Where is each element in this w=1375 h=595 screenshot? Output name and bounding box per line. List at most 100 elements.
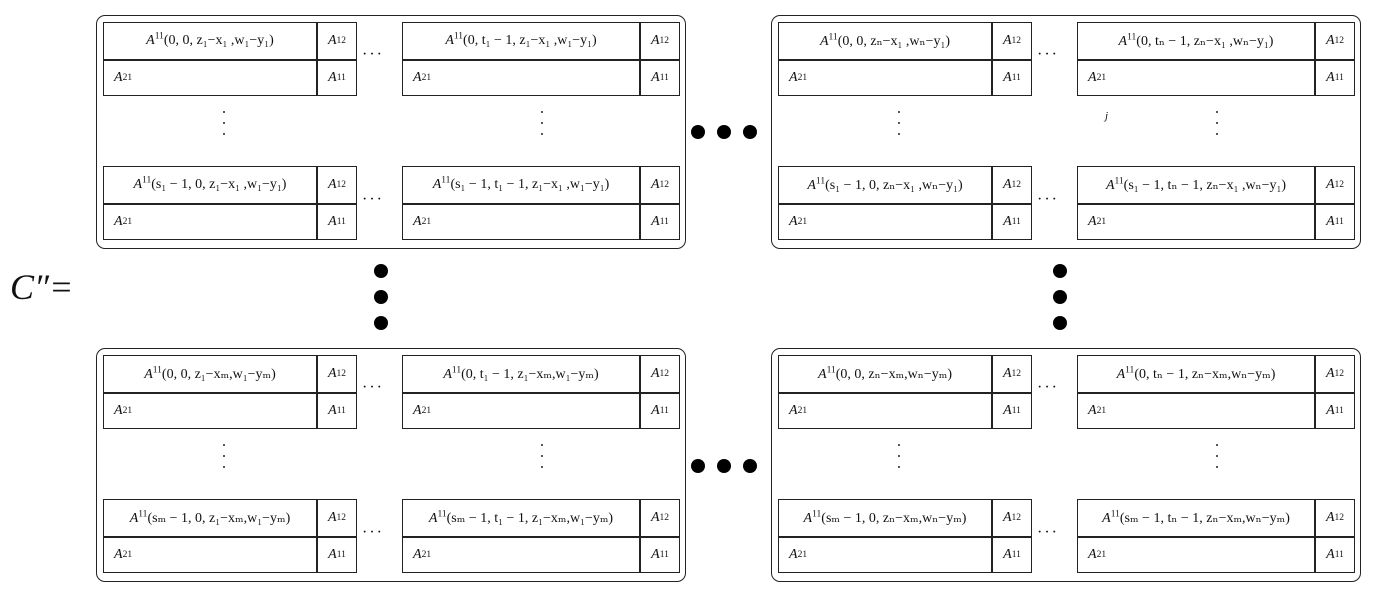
block-bottom-right-vdots-right-dot [1216,444,1218,446]
block-bottom-left-r1c0-a11-args: (sₘ − 1, 0, z₁−xₘ,w₁−yₘ) [147,510,291,526]
block-bottom-left-vdots-left-dot [223,466,225,468]
block-bottom-left-vdots-left [223,444,225,468]
block-bottom-left-hdots-top: ··· [362,379,384,396]
big-hdot-4 [717,459,731,473]
matrix-name: C″= [10,267,74,307]
block-bottom-left-r1c1-a11-term: A11(sₘ − 1, t₁ − 1, z₁−xₘ,w₁−yₘ) [428,508,614,526]
block-top-left-vdots-left-dot [223,133,225,135]
block-bottom-left-r0c1-a11-cell: A11(0, t₁ − 1, z₁−xₘ,w₁−yₘ) [402,355,640,393]
block-top-left-r0c1-a11-cell: A11(0, t₁ − 1, z₁−x₁ ,w₁−y₁) [402,22,640,60]
block-bottom-left-vdots-right-dot [541,455,543,457]
block-bottom-left-vdots-right-dot [541,444,543,446]
block-bottom-right-r0c1-a11-term: A11(0, tₙ − 1, zₙ−xₘ,wₙ−yₘ) [1116,364,1276,382]
block-top-left-r1c0-a11-args: (s₁ − 1, 0, z₁−x₁ ,w₁−y₁) [151,177,287,192]
block-top-left-r1c1-a11-args: (s₁ − 1, t₁ − 1, z₁−x₁ ,w₁−y₁) [450,177,610,192]
big-hdot-0 [691,125,705,139]
block-top-right-r0c0-a11-args: (0, 0, zₙ−x₁ ,wₙ−y₁) [837,33,951,49]
block-bottom-right-r1c0-a11-cell: A11(sₘ − 1, 0, zₙ−xₘ,wₙ−yₘ) [778,499,992,537]
block-bottom-right-vdots-right-dot [1216,455,1218,457]
block-bottom-right-r0c0-a11-cell: A11(0, 0, zₙ−xₘ,wₙ−yₘ) [778,355,992,393]
block-bottom-right-frame [771,348,1361,582]
block-bottom-left-r0c0-a11-args: (0, 0, z₁−xₘ,w₁−yₘ) [161,366,276,382]
big-hdot-3 [691,459,705,473]
block-top-left-hdots-top: ··· [362,46,384,63]
block-bottom-right-r0c1-a11-cell: A11(0, tₙ − 1, zₙ−xₘ,wₙ−yₘ) [1077,355,1315,393]
block-bottom-right-r1c0-a11-args: (sₘ − 1, 0, zₙ−xₘ,wₙ−yₘ) [821,510,967,526]
block-bottom-right-r1c1-a11-args: (sₘ − 1, tₙ − 1, zₙ−xₘ,wₙ−yₘ) [1119,510,1290,526]
block-top-left-r1c1-a11-term: A11(s₁ − 1, t₁ − 1, z₁−x₁ ,w₁−y₁) [432,175,610,192]
block-bottom-left-r1c1-a11-args: (sₘ − 1, t₁ − 1, z₁−xₘ,w₁−yₘ) [446,510,614,526]
block-top-right-vdots-left-dot [898,133,900,135]
block-bottom-right-vdots-left-dot [898,444,900,446]
block-top-right-r1c0-a11-cell: A11(s₁ − 1, 0, zₙ−x₁ ,wₙ−y₁) [778,166,992,204]
block-bottom-left-vdots-left-dot [223,455,225,457]
block-bottom-right-r0c0-a11-term: A11(0, 0, zₙ−xₘ,wₙ−yₘ) [818,364,952,382]
big-hdot-5 [743,459,757,473]
block-bottom-left-r0c1-a11-args: (0, t₁ − 1, z₁−xₘ,w₁−yₘ) [461,366,599,382]
block-top-left-hdots-bottom: ··· [362,191,384,208]
block-bottom-right-vdots-left-dot [898,466,900,468]
block-top-right-r0c1-a11-term: A11(0, tₙ − 1, zₙ−x₁ ,wₙ−y₁) [1118,31,1274,49]
block-top-right-vdots-right [1216,111,1218,135]
big-vdot-0 [374,264,388,278]
big-vdot-1 [374,290,388,304]
block-bottom-right-r1c1-a11-term: A11(sₘ − 1, tₙ − 1, zₙ−xₘ,wₙ−yₘ) [1102,508,1290,526]
big-vdot-4 [1053,290,1067,304]
block-top-right-r1c0-a11-args: (s₁ − 1, 0, zₙ−x₁ ,wₙ−y₁) [825,177,963,193]
block-bottom-right-vdots-right [1216,444,1218,468]
block-bottom-right-vdots-left [898,444,900,468]
block-bottom-left-hdots-bottom: ··· [362,524,384,541]
block-top-right-r0c1-a11-cell: A11(0, tₙ − 1, zₙ−x₁ ,wₙ−y₁) [1077,22,1315,60]
block-top-left-r0c1-a11-args: (0, t₁ − 1, z₁−x₁ ,w₁−y₁) [463,33,597,48]
block-bottom-right-vdots-right-dot [1216,466,1218,468]
block-bottom-right-r0c0-a11-args: (0, 0, zₙ−xₘ,wₙ−yₘ) [835,366,952,382]
block-top-right-hdots-bottom: ··· [1037,191,1059,208]
stray-label: j [1105,110,1109,122]
big-vdot-5 [1053,316,1067,330]
block-bottom-right-hdots-top: ··· [1037,379,1059,396]
block-top-right-vdots-right-dot [1216,111,1218,113]
block-bottom-left-r0c0-a11-term: A11(0, 0, z₁−xₘ,w₁−yₘ) [144,364,276,382]
block-top-right-vdots-right-dot [1216,122,1218,124]
block-top-right-r0c1-a11-args: (0, tₙ − 1, zₙ−x₁ ,wₙ−y₁) [1136,33,1274,49]
block-top-left-vdots-right-dot [541,133,543,135]
block-bottom-left-vdots-right [541,444,543,468]
block-top-left-r0c0-a11-cell: A11(0, 0, z₁−x₁ ,w₁−y₁) [103,22,317,60]
block-top-left-r0c0-a11-args: (0, 0, z₁−x₁ ,w₁−y₁) [163,33,274,48]
big-vdot-2 [374,316,388,330]
block-bottom-left-frame [96,348,686,582]
block-bottom-left-r0c0-a11-cell: A11(0, 0, z₁−xₘ,w₁−yₘ) [103,355,317,393]
block-top-left-r0c1-a11-term: A11(0, t₁ − 1, z₁−x₁ ,w₁−y₁) [445,31,597,48]
block-bottom-left-r1c1-a11-cell: A11(sₘ − 1, t₁ − 1, z₁−xₘ,w₁−yₘ) [402,499,640,537]
block-bottom-left-r1c0-a11-term: A11(sₘ − 1, 0, z₁−xₘ,w₁−yₘ) [129,508,291,526]
block-bottom-left-vdots-right-dot [541,466,543,468]
